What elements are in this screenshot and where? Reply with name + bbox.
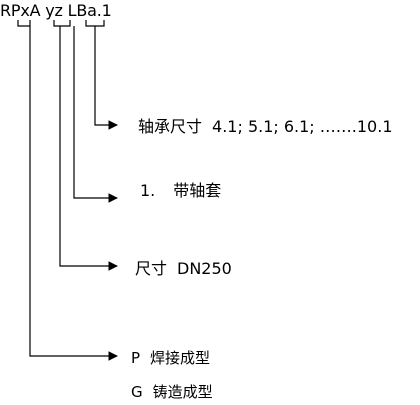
sleeve-text: 带轴套: [173, 181, 222, 200]
connector-nominal-size: [59, 26, 118, 271]
nominal-size-value: DN250: [177, 259, 232, 278]
bearing-size-values: 4.1; 5.1; 6.1; …….10.1: [212, 117, 393, 136]
sleeve-number: 1.: [140, 181, 156, 200]
bearing-size-label: 轴承尺寸 4.1; 5.1; 6.1; …….10.1: [138, 117, 393, 137]
connector-sleeve: [73, 26, 118, 203]
sleeve-label: 1. 带轴套: [140, 181, 221, 201]
nominal-size-prefix: 尺寸: [135, 259, 168, 278]
welded-text: 焊接成型: [150, 349, 211, 367]
product-code: RPxA yz LBa.1: [0, 1, 112, 20]
bracket-rpx: [17, 20, 31, 27]
connector-forming: [29, 26, 118, 361]
bracket-yz: [53, 20, 71, 27]
cast-code: G: [131, 383, 143, 401]
welded-label: P 焊接成型: [131, 348, 210, 368]
connector-bearing-size: [94, 26, 118, 130]
welded-code: P: [131, 349, 141, 367]
bearing-size-prefix: 轴承尺寸: [138, 117, 203, 136]
nominal-size-label: 尺寸 DN250: [135, 259, 232, 279]
cast-text: 铸造成型: [152, 383, 213, 401]
cast-label: G 铸造成型: [131, 382, 213, 402]
